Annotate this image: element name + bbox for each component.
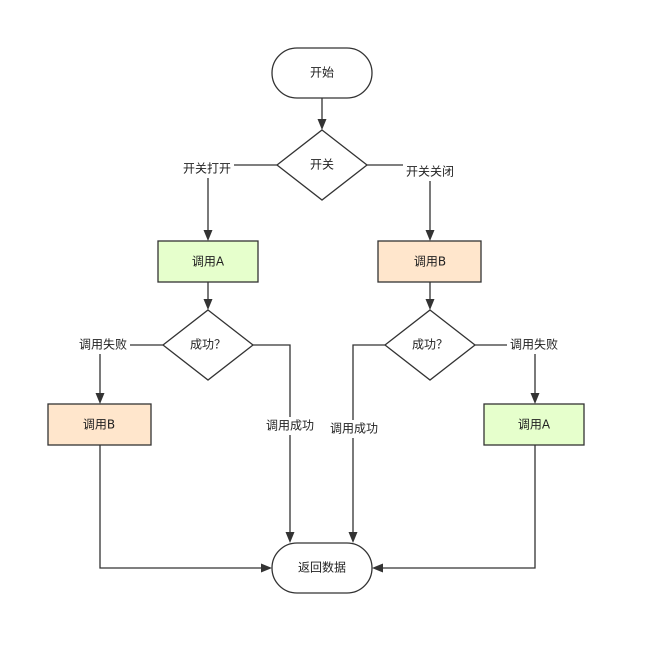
start-node [271,47,373,99]
call-a-fallback-node [483,403,585,446]
return-node [271,542,373,594]
edge-label-bg [263,417,317,435]
edge-label-bg [76,336,130,354]
edge-fallback-a-to-return [382,445,536,569]
arrow-head [348,532,358,543]
switch-decision [275,129,369,201]
edge-label-ok-right: 调用成功 [330,422,378,436]
edge-label-fail-right: 调用失败 [510,337,558,352]
success-decision-left [161,309,255,381]
edge-label-ok-left: 调用成功 [266,419,314,433]
call-b-fallback-label: 调用B [83,418,115,432]
success-decision-right-label: 成功？ [412,338,448,352]
edge-ok-left [253,344,291,533]
call-a-node [157,240,259,283]
success-decision-right [383,309,477,381]
return-node-label: 返回数据 [298,560,346,575]
edge-label-bg [180,160,234,178]
success-decision-left-label: 成功？ [190,338,226,352]
edge-label-bg [327,420,381,438]
arrow-head [285,532,295,543]
arrow-head [372,563,383,573]
edge-label-bg [507,336,561,354]
start-node-label: 开始 [310,66,334,80]
arrow-head [425,299,435,310]
edge-label-switch-on: 开关打开 [183,162,231,176]
call-a-node-label: 调用A [192,255,225,269]
call-b-fallback-node [47,403,152,446]
arrow-head [425,230,435,241]
arrow-head [203,230,213,241]
edge-ok-right [352,344,385,533]
edge-label-bg [403,163,457,181]
edge-fallback-b-to-return [99,445,262,569]
arrow-head [261,563,272,573]
switch-decision-label: 开关 [310,158,334,172]
call-b-node [377,240,482,283]
arrow-head [530,393,540,404]
call-b-node-label: 调用B [414,255,446,269]
arrow-head [95,393,105,404]
arrow-head [203,299,213,310]
edge-label-switch-off: 开关关闭 [406,165,454,179]
arrow-head [317,119,327,130]
call-a-fallback-label: 调用A [518,418,551,432]
edge-label-fail-left: 调用失败 [79,337,127,352]
